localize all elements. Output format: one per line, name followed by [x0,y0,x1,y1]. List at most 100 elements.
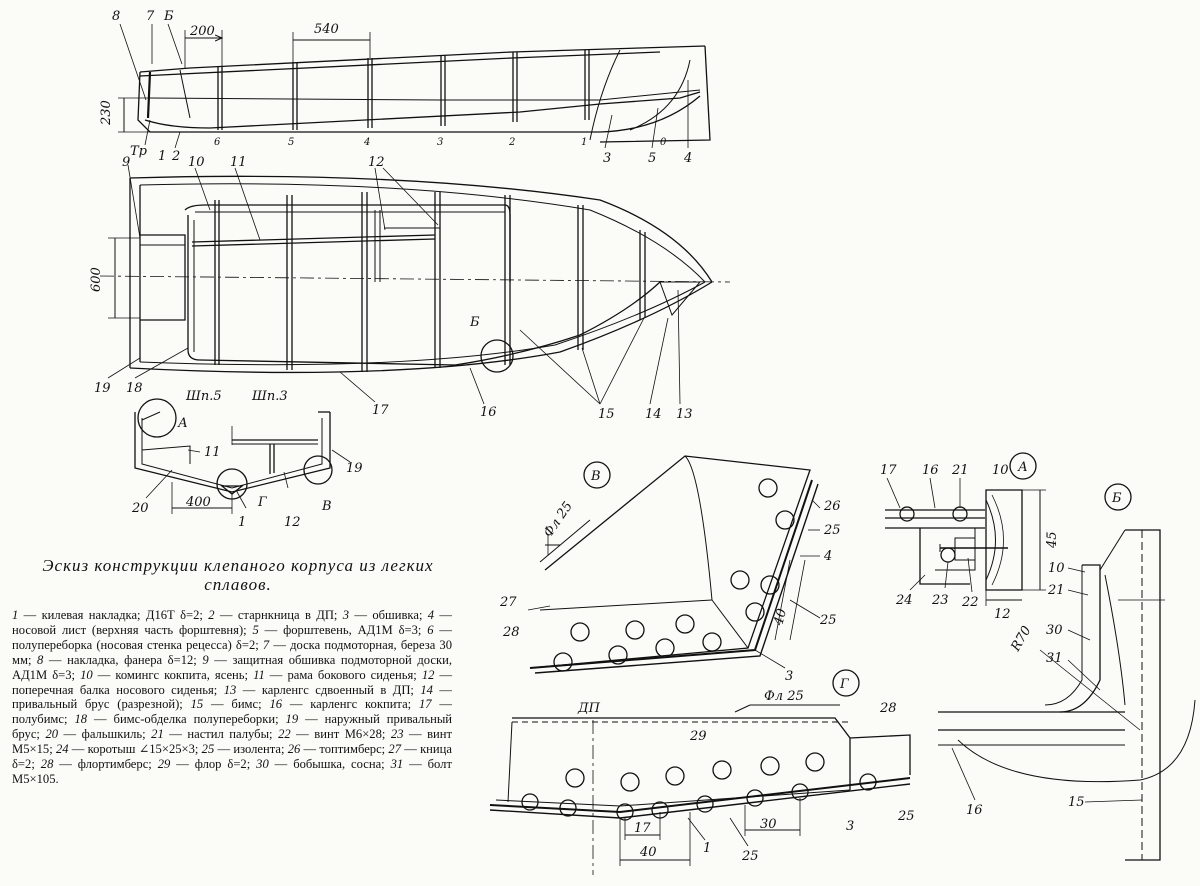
section-title-sp3: Шп.3 [251,389,288,404]
detail-a-17: 17 [880,463,897,478]
legend-number: 10 [80,667,93,682]
detail-g-fl25: Фл 25 [764,689,804,704]
legend-text: полубимс; [12,712,68,727]
detail-g-29: 29 [689,729,707,744]
legend-number: 8 [37,652,44,667]
legend-text: винт М5×15; [12,727,453,757]
legend-text: поперечная балка носового сиденья; [12,682,218,697]
legend-item: 16 — карленгс кокпита; [269,697,412,712]
legend-item: 29 — флор δ=2; [157,757,251,772]
legend-number: 13 [223,682,237,697]
legend-text: носовой лист (верхняя часть форштевня); [12,622,247,637]
legend-item: 28 — флортимберс; [40,757,152,772]
legend-text: флортимберс; [77,757,152,772]
label-20: 20 [131,501,149,516]
label-14: 14 [645,407,662,422]
label-1-section: 1 [238,515,246,530]
frame-4: 4 [363,137,370,148]
dim-600: 600 [89,267,104,292]
legend-item: 18 — бимс-обделка полупереборки; [74,712,279,727]
dim-200: 200 [189,24,215,39]
legend-number: 27 [388,742,401,757]
detail-a-45: 45 [1045,531,1060,549]
detail-g-1: 1 [703,841,711,856]
detail-b-30: 30 [1046,623,1063,638]
legend-number: 15 [190,697,204,712]
legend-number: 24 [55,742,69,757]
legend-text: килевая накладка; Д16Т δ=2; [41,608,203,622]
detail-v-25a: 25 [823,523,841,538]
legend-text: защитная обшивка подмоторной доски, АД1М… [12,652,452,682]
side-view-labels: 200 540 230 8 7 Б Тр 1 2 3 5 4 6 5 4 3 2… [99,9,692,166]
legend-text: доска подмоторная, береза 30 мм; [12,637,453,667]
label-12-section: 12 [284,515,301,530]
legend-item: 12 — поперечная балка носового сиденья; [12,667,453,697]
detail-a-22: 22 [961,595,979,610]
legend-text: привальный брус (разрезной); [12,697,183,712]
label-a-section: А [177,416,188,431]
legend-item: 26 — топтимберс; [287,742,386,757]
frame-5: 5 [288,137,294,148]
detail-a-21: 21 [951,463,969,478]
legend-text: карленгс кокпита; [310,697,412,712]
detail-v-25b: 25 [819,613,837,628]
frame-6: 6 [214,137,221,148]
frame-1: 1 [581,137,587,148]
detail-b-title: Б [1111,491,1122,506]
legend-text: форштевень, АД1М δ=3; [283,622,422,637]
label-4-side: 4 [683,151,692,166]
legend-item: 24 — коротыш ∠15×25×3; [55,742,199,757]
legend-item: 11 — рама бокового сиденья; [253,667,417,682]
legend-number: 4 [427,608,435,622]
legend-item: 5 — форштевень, АД1М δ=3; [252,622,422,637]
detail-b-r70: R70 [1008,624,1035,655]
legend-number: 19 [285,712,299,727]
legend-item: 7 — доска подмоторная, береза 30 мм; [12,637,453,667]
legend-number: 25 [201,742,215,757]
detail-b [938,483,1196,861]
detail-b-31: 31 [1046,651,1063,666]
legend-item: 25 — изолента; [201,742,285,757]
legend-number: 22 [278,727,291,742]
side-view [118,23,711,149]
legend-text: старнкница в ДП; [237,608,338,622]
legend-number: 28 [40,757,54,772]
label-b-plan: Б [469,315,480,330]
legend-text: кница δ=2; [12,742,452,772]
legend-text: винт М6×28; [314,727,386,742]
detail-g-25b: 25 [741,849,759,864]
legend-text: накладка, фанера δ=12; [67,652,197,667]
detail-v-labels: В Фл 25 26 25 4 40 25 27 28 3 [499,469,841,684]
label-12-plan: 12 [368,155,385,170]
plan-view [99,164,731,405]
legend-item: 1 — килевая накладка; Д16Т δ=2; [12,608,203,622]
legend-text: бимс; [231,697,262,712]
label-g-section: Г [257,495,267,510]
legend: 1 — килевая накладка; Д16Т δ=2; 2 — стар… [12,608,452,787]
legend-item: 30 — бобышка, сосна; [256,757,385,772]
detail-v-3: 3 [785,669,793,684]
detail-b-labels: Б 10 21 30 R70 31 16 15 [966,491,1122,818]
section-labels: Шп.5 Шп.3 400 А 11 20 1 Г 12 В 19 [131,389,363,530]
legend-number: 3 [342,608,350,622]
label-13: 13 [676,407,693,422]
label-1-side: 1 [158,149,166,164]
legend-number: 20 [45,727,59,742]
legend-number: 31 [390,757,404,772]
detail-a-labels: А 17 16 21 10 45 12 24 23 22 [880,460,1060,622]
legend-item: 2 — старнкница в ДП; [208,608,338,622]
label-tr: Тр [130,144,148,159]
detail-v-26: 26 [823,499,841,514]
detail-g-30: 30 [760,817,777,832]
label-10-plan: 10 [188,155,205,170]
detail-v [527,455,821,674]
legend-item: 17 — полубимс; [12,697,452,727]
legend-text: болт М5×105. [12,757,452,786]
legend-number: 30 [256,757,269,772]
plan-view-labels: 600 9 10 11 12 Б 19 18 17 16 15 14 13 [89,155,693,422]
legend-number: 23 [390,727,404,742]
label-17: 17 [372,403,389,418]
legend-text: изолента; [233,742,285,757]
detail-a-16: 16 [922,463,939,478]
legend-number: 5 [252,622,259,637]
